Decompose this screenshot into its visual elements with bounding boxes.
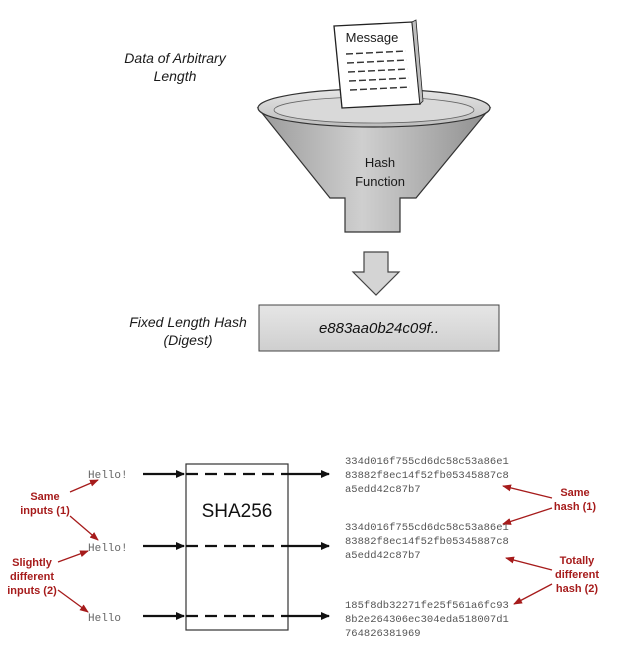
hash-1-line1: 334d016f755cd6dc58c53a86e1 xyxy=(345,456,509,468)
input-caption-line2: Length xyxy=(154,68,197,84)
same-inputs-label-line2: inputs (1) xyxy=(20,505,70,517)
slightly-different-pointers xyxy=(57,550,89,613)
same-hash-pointers xyxy=(502,484,553,525)
output-caption-line2: (Digest) xyxy=(163,332,212,348)
input-text-1: Hello! xyxy=(88,470,128,482)
hash-3-line2: 8b2e264306ec304eda518007d1 xyxy=(345,614,509,626)
totally-different-label-line2: different xyxy=(555,569,599,581)
digest-text: e883aa0b24c09f.. xyxy=(319,320,439,337)
totally-different-pointers xyxy=(505,556,553,605)
same-inputs-label-line1: Same xyxy=(30,491,59,503)
totally-different-label-line1: Totally xyxy=(560,555,596,567)
funnel-label-line1: Hash xyxy=(365,155,395,170)
hash-2-line1: 334d016f755cd6dc58c53a86e1 xyxy=(345,522,509,534)
hash-3-line1: 185f8db32271fe25f561a6fc93 xyxy=(345,600,509,612)
input-text-3: Hello xyxy=(88,613,121,625)
digest-box xyxy=(258,304,500,352)
funnel-label-line2: Function xyxy=(355,174,405,189)
message-document-icon xyxy=(333,19,424,109)
same-inputs-pointers xyxy=(69,479,99,541)
sha256-label: SHA256 xyxy=(202,501,273,522)
slightly-different-label-line2: different xyxy=(10,571,54,583)
slightly-different-label-line1: Slightly xyxy=(12,557,53,569)
hash-1-line2: 83882f8ec14f52fb05345887c8 xyxy=(345,470,509,482)
slightly-different-label-line3: inputs (2) xyxy=(7,585,57,597)
hash-3-line3: 764826381969 xyxy=(345,628,421,640)
hash-1-line3: a5edd42c87b7 xyxy=(345,484,421,496)
hash-2-line3: a5edd42c87b7 xyxy=(345,550,421,562)
same-hash-label-line1: Same xyxy=(560,487,589,499)
input-text-2: Hello! xyxy=(88,543,128,555)
input-caption-line1: Data of Arbitrary xyxy=(124,50,226,66)
totally-different-label-line3: hash (2) xyxy=(556,583,599,595)
down-arrow-icon xyxy=(351,251,401,296)
output-caption-line1: Fixed Length Hash xyxy=(129,314,247,330)
same-hash-label-line2: hash (1) xyxy=(554,501,597,513)
hash-2-line2: 83882f8ec14f52fb05345887c8 xyxy=(345,536,509,548)
document-title: Message xyxy=(346,30,399,45)
funnel-icon xyxy=(256,88,492,233)
